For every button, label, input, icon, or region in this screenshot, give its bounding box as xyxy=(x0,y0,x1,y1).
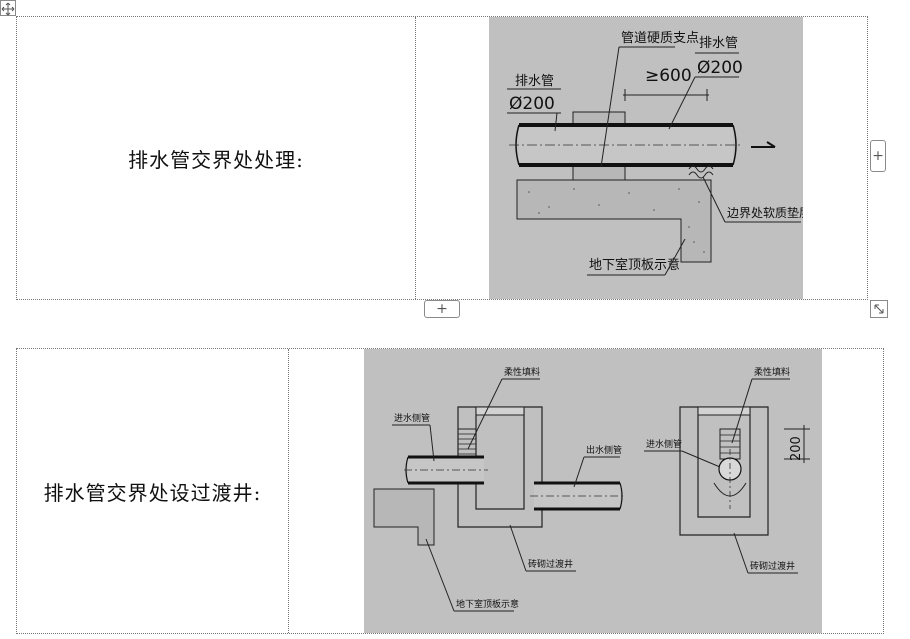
support-label: 管道硬质支点 xyxy=(621,31,699,46)
add-row-button[interactable]: + xyxy=(870,140,886,172)
table-2-label-cell[interactable]: 排水管交界处设过渡井: xyxy=(17,349,288,633)
table-1-label-cell[interactable]: 排水管交界处处理: xyxy=(17,17,415,299)
table-2: 排水管交界处设过渡井: xyxy=(16,348,884,634)
slab-label: 地下室顶板示意 xyxy=(589,257,680,273)
well-label-right: 砖砌过渡井 xyxy=(750,560,795,572)
roof-slab-piece xyxy=(373,488,435,546)
soft-layer xyxy=(688,165,714,179)
pipe-label-left: 排水管 xyxy=(515,74,554,89)
flexible-fill-label-right: 柔性填料 xyxy=(754,366,790,378)
slab-label-2: 地下室顶板示意 xyxy=(456,598,519,610)
table-1-cell-divider xyxy=(415,17,416,299)
pipe-dia-right: Ø200 xyxy=(697,58,743,78)
well-label-left: 砖砌过渡井 xyxy=(528,558,573,570)
table-2-label: 排水管交界处设过渡井: xyxy=(43,480,262,505)
add-row-label: + xyxy=(872,148,884,164)
table-move-handle[interactable] xyxy=(0,0,16,16)
table-1: 排水管交界处处理: 排水管 xyxy=(16,16,868,300)
flow-arrow xyxy=(751,141,776,148)
table-resize-handle[interactable] xyxy=(870,300,888,318)
add-column-label: + xyxy=(436,301,448,317)
inlet-pipe-label-right: 进水侧管 xyxy=(646,438,682,450)
add-column-button[interactable]: + xyxy=(424,300,460,318)
resize-diagonal-icon xyxy=(874,304,884,314)
move-arrows-icon xyxy=(1,2,15,16)
drawing-pipe-junction[interactable]: 排水管 Ø200 管道硬质支点 排水管 Ø200 ≥600 边界处软质垫层 xyxy=(489,17,803,299)
pipe-label-right: 排水管 xyxy=(699,36,738,51)
flexible-fill-label-left: 柔性填料 xyxy=(504,366,540,378)
table-2-cell-divider xyxy=(288,349,289,633)
outlet-pipe-label: 出水侧管 xyxy=(586,444,622,456)
dimension-200: 200 xyxy=(789,436,804,461)
distance-dimension: ≥600 xyxy=(645,66,692,86)
table-1-label: 排水管交界处处理: xyxy=(128,147,304,172)
drawing-transition-well[interactable]: 进水侧管 柔性填料 出水侧管 地下室顶板示意 砖砌过渡井 xyxy=(364,349,822,633)
inlet-pipe-label: 进水侧管 xyxy=(394,412,430,424)
roof-slab-shape xyxy=(516,179,712,263)
soft-layer-label: 边界处软质垫层 xyxy=(727,205,803,220)
pipe-dia-left: Ø200 xyxy=(509,94,555,114)
